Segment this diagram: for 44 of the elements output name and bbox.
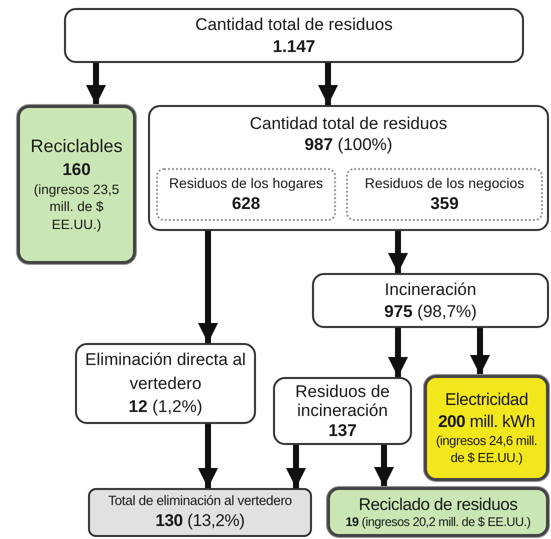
node-value: 19 (ingresos 20,2 mill. de $ EE.UU.) — [346, 514, 530, 530]
node-title: Total de eliminación al vertedero — [108, 493, 292, 510]
node-title: Residuos de incineración — [294, 382, 391, 421]
node-title: Electricidad — [444, 389, 528, 412]
process-box — [273, 377, 412, 445]
process-box — [424, 375, 549, 481]
process-box — [88, 488, 312, 537]
arrow — [470, 328, 490, 375]
node-value: (ingresos 24,6 mill. de $ EE.UU.) — [434, 433, 538, 467]
process-box — [148, 105, 549, 231]
node-value: 160 — [62, 158, 91, 181]
arrow — [86, 63, 106, 105]
category-box — [156, 168, 336, 221]
process-box — [17, 105, 136, 264]
node-value: 130 (13,2%) — [155, 510, 245, 532]
node-title: Reciclado de residuos — [358, 494, 518, 515]
node-value: 975 (98,7%) — [384, 300, 477, 322]
node-value: 359 — [430, 192, 459, 214]
arrow — [374, 445, 394, 487]
node-value: 1.147 — [272, 36, 316, 57]
arrow — [388, 231, 408, 273]
node-title: Cantidad total de residuos — [250, 113, 448, 134]
arrow — [198, 231, 218, 343]
node-value: 12 (1,2%) — [128, 396, 202, 418]
arrow — [286, 445, 306, 488]
process-box — [312, 273, 549, 328]
node-value: 200 mill. kWh — [438, 411, 535, 434]
process-box — [75, 343, 256, 424]
arrow — [388, 328, 408, 377]
process-box — [64, 8, 524, 63]
arrow — [198, 424, 218, 488]
node-title: Incineración — [384, 279, 476, 300]
category-box — [346, 168, 543, 221]
node-value: 137 — [328, 420, 357, 440]
process-box — [327, 487, 549, 537]
node-title: Residuos de los negocios — [364, 175, 524, 193]
node-title: Cantidad total de residuos — [195, 14, 393, 36]
node-value: 987 (100%) — [304, 134, 392, 156]
node-value: (ingresos 23,5 mill. de $ EE.UU.) — [32, 180, 120, 234]
node-value: 628 — [232, 192, 260, 214]
node-title: Eliminación directa al vertedero — [84, 348, 247, 395]
node-title: Reciclables — [30, 135, 123, 158]
arrow — [318, 63, 338, 105]
node-title: Residuos de los hogares — [168, 175, 324, 193]
